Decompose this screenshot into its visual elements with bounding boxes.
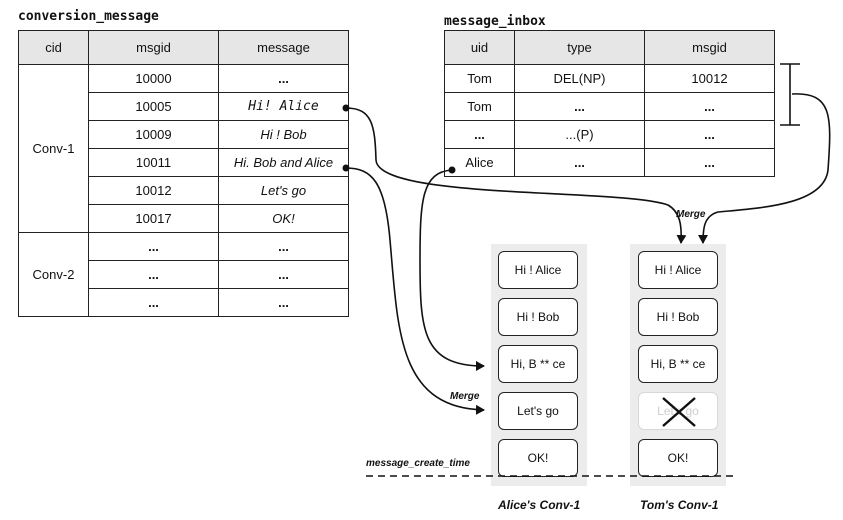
alice-bubble: Hi, B ** ce [498, 345, 578, 383]
msgid-cell: 10000 [88, 64, 219, 93]
tom-bubble: OK! [638, 439, 718, 477]
msgid-cell: ... [88, 288, 219, 317]
message-cell: OK! [218, 204, 349, 233]
arrow-alice-row-to-bubble [419, 169, 485, 371]
conversion-message-title: conversion_message [18, 9, 159, 24]
type-cell: ... [514, 148, 645, 177]
alice-bubble: Let's go [498, 392, 578, 430]
type-cell: ...(P) [514, 120, 645, 149]
table-header-row: cid msgid message [18, 30, 349, 65]
alice-bubble: Hi ! Alice [498, 251, 578, 289]
cid-cell-conv2: Conv-2 [18, 232, 89, 317]
msgid-cell: 10011 [88, 148, 219, 177]
table-row: Tom DEL(NP) 10012 [444, 64, 775, 93]
column-header-cid: cid [18, 30, 89, 65]
table-row: 10009 Hi ! Bob [19, 120, 349, 149]
delete-cross-icon [662, 397, 696, 427]
table-row: 10005 Hi! Alice [19, 92, 349, 121]
table-row: ... ...(P) ... [444, 120, 775, 149]
table-header-row: uid type msgid [444, 30, 775, 65]
uid-cell: ... [444, 120, 515, 149]
table-row: Conv-1 10000 ... [18, 64, 349, 233]
alice-conv-caption: Alice's Conv-1 [498, 498, 581, 512]
table-row: Tom ... ... [444, 92, 775, 121]
merge-label-left: Merge [450, 391, 480, 402]
type-cell: DEL(NP) [514, 64, 645, 93]
message-cell: Hi ! Bob [218, 120, 349, 149]
column-header-message: message [218, 30, 349, 65]
table-row: 10012 Let's go [19, 176, 349, 205]
tom-bubble-deleted: Let's go [638, 392, 718, 430]
message-cell: ... [218, 288, 349, 317]
column-header-msgid: msgid [644, 30, 775, 65]
conversion-message-table: cid msgid message Conv-1 10000 ... 10005… [18, 30, 349, 317]
msgid-cell: ... [644, 120, 775, 149]
table-row: Conv-2 ... ... [18, 232, 349, 317]
message-cell: Hi. Bob and Alice [218, 148, 349, 177]
merge-label-top: Merge [676, 209, 706, 220]
column-header-uid: uid [444, 30, 515, 65]
msgid-cell: 10012 [644, 64, 775, 93]
table-row: ... ... [19, 260, 349, 289]
table-row: 10011 Hi. Bob and Alice [19, 148, 349, 177]
tom-conv-caption: Tom's Conv-1 [640, 498, 719, 512]
column-header-msgid: msgid [88, 30, 219, 65]
message-inbox-title: message_inbox [444, 14, 546, 29]
table-row: Alice ... ... [444, 148, 775, 177]
msgid-cell: 10005 [88, 92, 219, 121]
type-cell: ... [514, 92, 645, 121]
message-cell: ... [218, 232, 349, 261]
msgid-cell: 10012 [88, 176, 219, 205]
table-row: 10017 OK! [19, 204, 349, 233]
uid-cell: Tom [444, 64, 515, 93]
arrow-bob-alice-to-lets-go [345, 167, 485, 415]
tom-bubble: Hi ! Bob [638, 298, 718, 336]
message-create-time-label: message_create_time [366, 458, 470, 469]
msgid-cell: ... [644, 148, 775, 177]
message-cell: Let's go [218, 176, 349, 205]
alice-bubble: Hi ! Bob [498, 298, 578, 336]
tom-bubble: Hi, B ** ce [638, 345, 718, 383]
message-cell: ... [218, 260, 349, 289]
uid-cell: Tom [444, 92, 515, 121]
cid-cell-conv1: Conv-1 [18, 64, 89, 233]
msgid-cell: ... [88, 232, 219, 261]
alice-bubble: OK! [498, 439, 578, 477]
msgid-cell: 10009 [88, 120, 219, 149]
message-cell: ... [218, 64, 349, 93]
msgid-cell: 10017 [88, 204, 219, 233]
column-header-type: type [514, 30, 645, 65]
uid-cell: Alice [444, 148, 515, 177]
tom-bubble: Hi ! Alice [638, 251, 718, 289]
msgid-cell: ... [88, 260, 219, 289]
message-cell: Hi! Alice [218, 92, 349, 121]
msgid-cell: ... [644, 92, 775, 121]
message-inbox-table: uid type msgid Tom DEL(NP) 10012 Tom ...… [444, 30, 775, 177]
